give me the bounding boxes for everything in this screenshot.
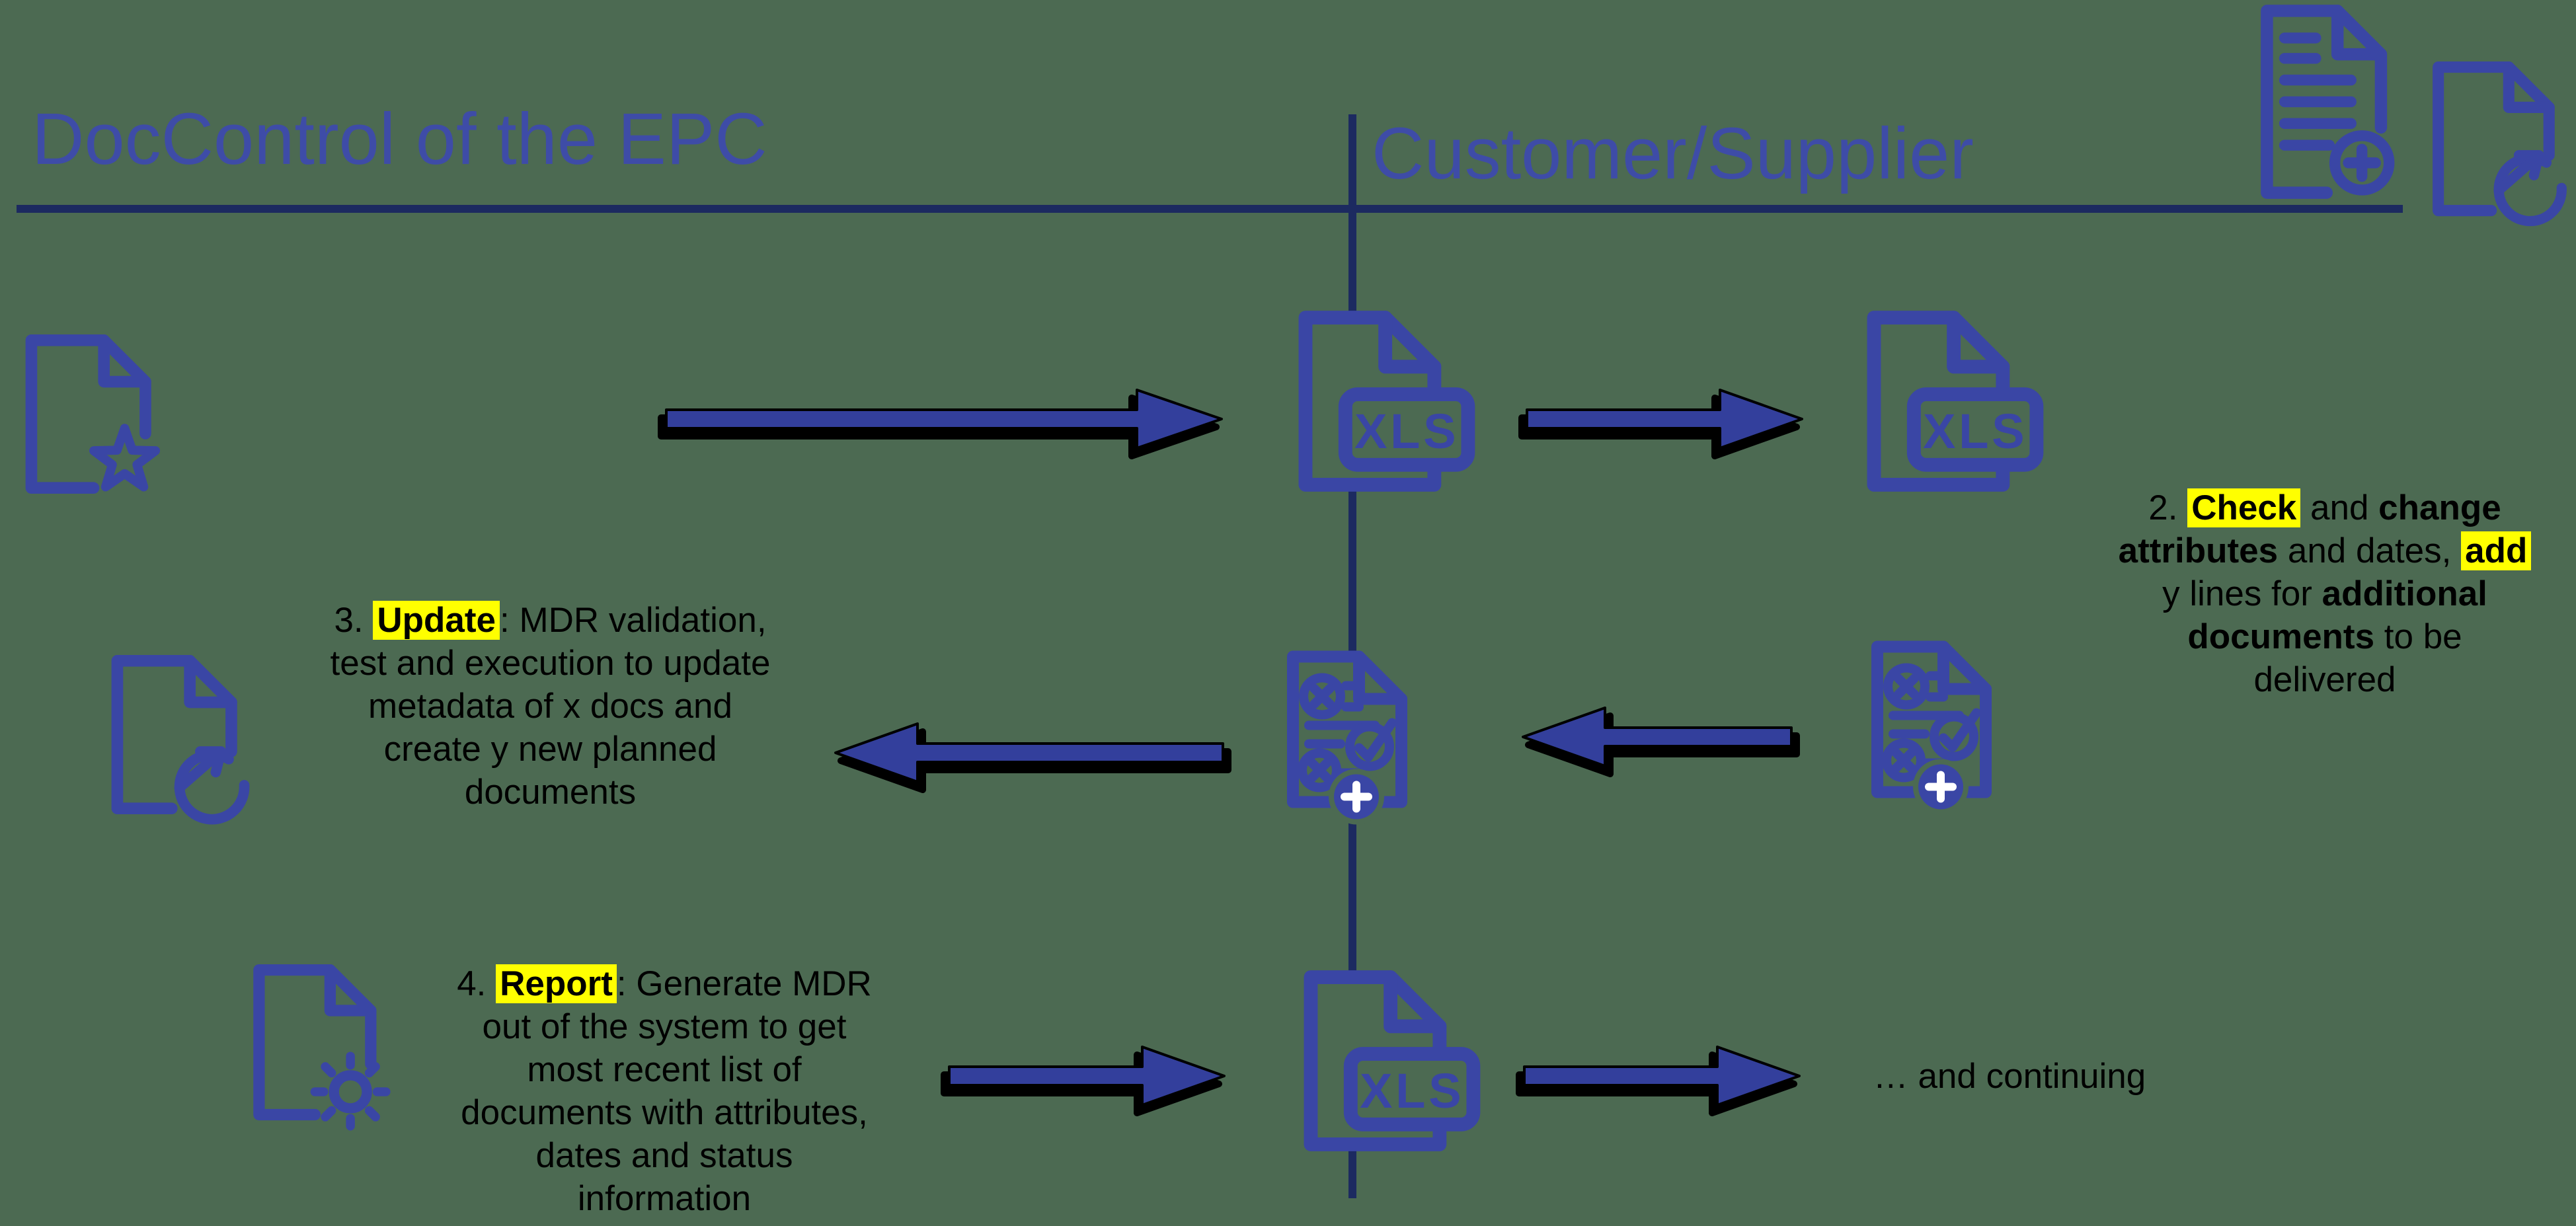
horizontal-divider-line [17, 205, 2403, 213]
flow-arrow-right-report-mdr [941, 1035, 1228, 1116]
note-step3-update: 3. Update: MDR validation,test and execu… [330, 601, 771, 812]
xls-badge-label: XLS [1360, 1063, 1464, 1118]
document-refresh-icon [2421, 44, 2576, 235]
lane-title-customer-supplier: Customer/Supplier [1372, 113, 1974, 194]
xls-badge-label: XLS [1923, 404, 2027, 459]
flow-arrow-left-return-mdr [1519, 696, 1800, 777]
document-gear-icon [241, 946, 400, 1139]
flow-arrow-left-update-mdr [832, 712, 1231, 793]
flow-arrow-right-deliver-mdr [658, 378, 1226, 459]
document-add-icon [2246, 0, 2419, 204]
xls-badge-label: XLS [1354, 404, 1459, 459]
document-validate-add-icon [1274, 628, 1440, 843]
document-xls-icon: XLS [1851, 305, 2046, 497]
document-xls-icon: XLS [1288, 965, 1483, 1157]
flow-arrow-right-xls-to-customer [1518, 378, 1806, 459]
flow-arrow-right-continuing [1516, 1035, 1803, 1116]
document-refresh-icon [99, 638, 261, 833]
document-xls-icon: XLS [1282, 305, 1477, 497]
label-and-continuing: … and continuing [1873, 1057, 2146, 1096]
document-star-icon [13, 317, 175, 512]
lane-title-epc: DocControl of the EPC [32, 98, 767, 180]
document-validate-add-icon [1859, 618, 2024, 833]
